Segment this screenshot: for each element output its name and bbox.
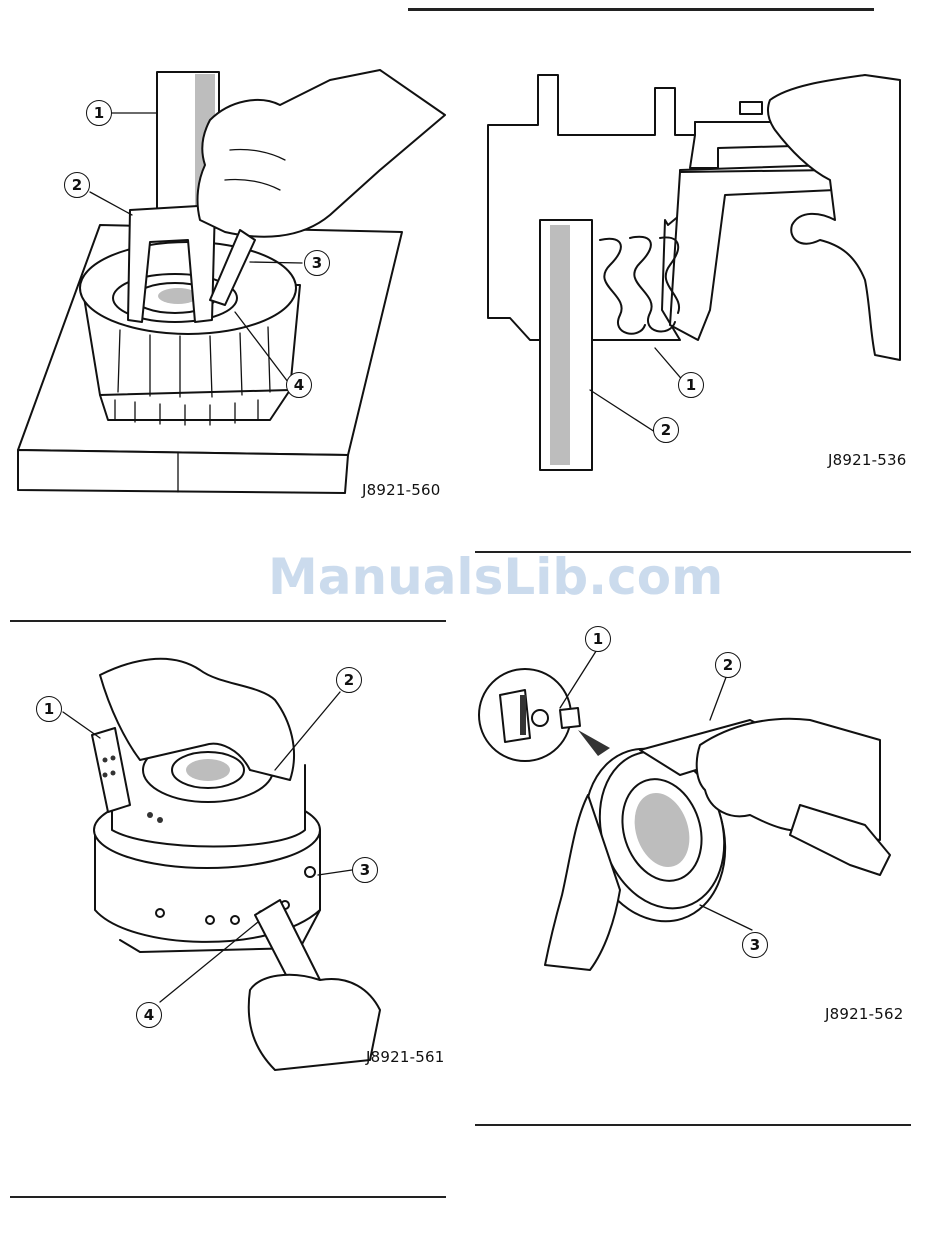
callout-3: 3: [742, 932, 768, 958]
divider-left-2: [10, 1196, 446, 1198]
callout-1: 1: [585, 626, 611, 652]
top-rule: [408, 8, 874, 11]
figure-clutch-drum-check: 1 2 3 4 J8921-561: [0, 630, 460, 1080]
figure-code: J8921-536: [828, 451, 906, 469]
figure-code: J8921-562: [825, 1005, 903, 1023]
callout-1: 1: [86, 100, 112, 126]
callout-2: 2: [715, 652, 741, 678]
callout-3: 3: [352, 857, 378, 883]
divider-left-1: [10, 620, 446, 622]
figure-3-illustration: [0, 630, 460, 1080]
figure-code: J8921-560: [362, 481, 440, 499]
figure-2-illustration: [470, 60, 920, 490]
callout-2: 2: [336, 667, 362, 693]
callout-2: 2: [653, 417, 679, 443]
divider-right-2: [475, 1124, 911, 1126]
callout-4: 4: [136, 1002, 162, 1028]
figure-piston-check-valve: 1 2 3 J8921-562: [470, 620, 920, 1040]
figure-4-illustration: [470, 620, 920, 1040]
callout-3: 3: [304, 250, 330, 276]
figure-1-illustration: [0, 0, 460, 520]
callout-4: 4: [286, 372, 312, 398]
figure-snap-ring-removal: 1 2 3 4 J8921-560: [0, 0, 460, 520]
figure-code: J8921-561: [366, 1048, 444, 1066]
callout-1: 1: [678, 372, 704, 398]
callout-1: 1: [36, 696, 62, 722]
figure-spring-measurement: 1 2 J8921-536: [470, 60, 920, 490]
watermark: ManualsLib.com: [268, 548, 723, 606]
callout-2: 2: [64, 172, 90, 198]
